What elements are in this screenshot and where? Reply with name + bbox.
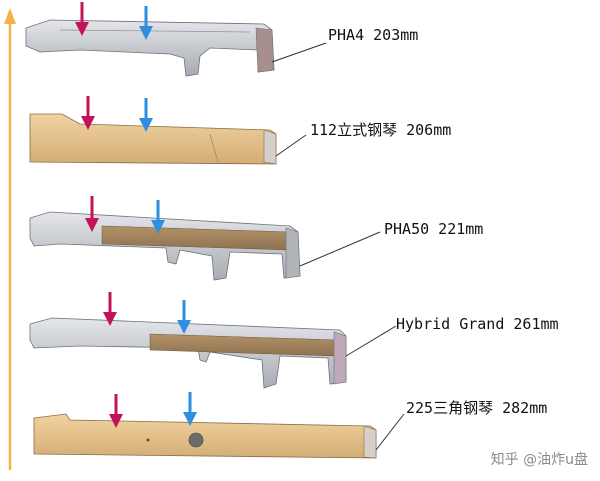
- blue-arrow-5: [183, 392, 197, 426]
- key-pha50: [29, 211, 381, 281]
- key-112-body: [29, 113, 277, 165]
- blue-arrow-3: [151, 200, 165, 234]
- label-pha50: PHA50 221mm: [384, 220, 484, 238]
- key-112-upright: [29, 113, 307, 165]
- red-arrow-3: [85, 196, 99, 232]
- label-pha4: PHA4 203mm: [328, 26, 419, 44]
- label-112-upright: 112立式钢琴 206mm: [310, 121, 452, 139]
- key-pha4: [25, 19, 327, 77]
- red-arrow-1: [75, 2, 89, 36]
- key-225-grand: [33, 413, 405, 459]
- label-225-grand: 225三角钢琴 282mm: [406, 399, 548, 417]
- label-hybrid-grand: Hybrid Grand 261mm: [396, 315, 559, 333]
- axis-arrow: [4, 8, 16, 470]
- red-arrow-4: [103, 292, 117, 326]
- blue-arrow-4: [177, 300, 191, 334]
- key-pha4-body: [25, 19, 275, 77]
- key-hybrid-grand: [29, 317, 397, 389]
- key-225-body: [33, 413, 377, 459]
- blue-arrow-2: [139, 98, 153, 132]
- red-arrow-5: [109, 394, 123, 428]
- red-arrow-2: [81, 96, 95, 130]
- blue-arrow-1: [139, 6, 153, 40]
- watermark: 知乎 @油炸u盘: [490, 452, 588, 468]
